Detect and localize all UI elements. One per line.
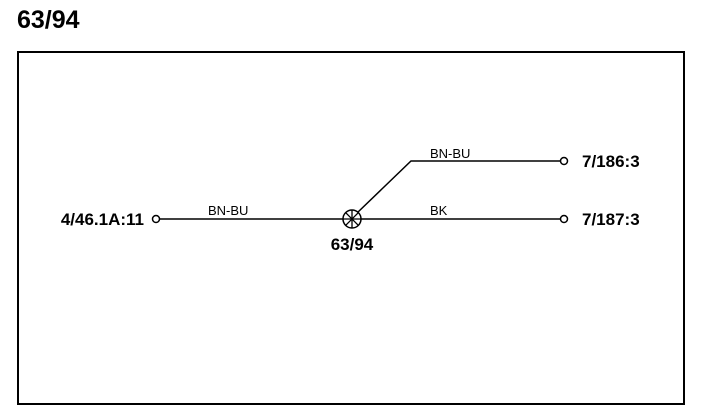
wire-right-top	[356, 160, 560, 214]
splice-label: 63/94	[331, 235, 374, 254]
diagram-frame	[17, 51, 685, 405]
terminal-right-bottom-label: 7/187:3	[582, 210, 640, 229]
terminal-left-connector	[151, 214, 161, 224]
wire-right-bottom-label: BK	[430, 203, 448, 218]
terminal-right-bottom-connector	[559, 214, 569, 224]
terminal-right-top-connector	[559, 156, 569, 166]
page-title: 63/94	[17, 6, 80, 34]
terminal-left-label: 4/46.1A:11	[61, 210, 144, 229]
wire-left-label: BN-BU	[208, 203, 248, 218]
splice-icon	[342, 209, 362, 229]
wire-right-top-label: BN-BU	[430, 146, 470, 161]
terminal-right-top-label: 7/186:3	[582, 152, 640, 171]
